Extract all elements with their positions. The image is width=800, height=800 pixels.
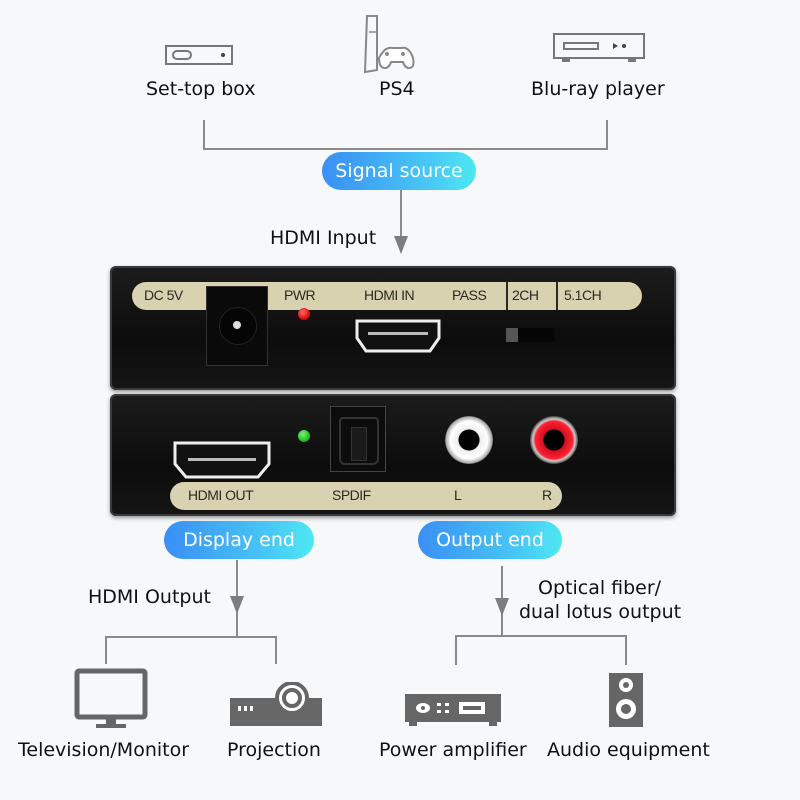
arrow-down-icon [495,598,509,616]
connector-line [105,636,277,638]
rca-left-port[interactable] [445,416,493,464]
dc-power-jack[interactable] [206,286,268,366]
output-end-pill: Output end [418,521,562,559]
connector-line [455,635,457,665]
rca-right-port[interactable] [530,416,578,464]
arrow-down-icon [230,596,244,614]
divider [506,282,508,310]
power-led [298,308,310,320]
status-led [298,430,310,442]
target-label-power-amplifier: Power amplifier [379,739,527,761]
optical-output-label-line2: dual lotus output [519,601,682,623]
panel-label-hdmi-in: HDMI IN [364,287,415,303]
panel-label-pass: PASS [452,287,487,303]
source-label-blu-ray-player: Blu-ray player [531,78,665,100]
source-label-set-top-box: Set-top box [146,78,256,100]
connector-line [203,148,608,150]
spdif-optical-port[interactable] [330,406,386,472]
hdmi-out-port[interactable] [172,440,272,480]
display-end-pill: Display end [164,521,314,559]
blu-ray-player-icon [553,33,645,62]
connector-line [625,635,627,665]
mode-switch[interactable] [506,328,554,342]
target-label-audio-equipment: Audio equipment [547,739,710,761]
projector-icon [230,682,322,726]
panel-label-pwr: PWR [284,287,316,303]
target-label-projection: Projection [227,739,321,761]
device-output-panel: DC 5V HDMI OUT SPDIF L R [110,394,676,516]
arrow-down-icon [394,236,408,254]
hdmi-output-label: HDMI Output [88,586,211,608]
hdmi-in-port[interactable] [354,318,442,354]
divider [556,282,558,310]
connector-line [203,120,205,150]
monitor-icon [74,668,148,728]
panel-label-spdif: SPDIF [332,487,371,503]
panel-label-dc-5v: DC 5V [144,287,183,303]
speaker-icon [609,673,643,727]
optical-output-label-line1: Optical fiber/ [538,577,662,599]
signal-source-pill: Signal source [322,152,476,190]
panel-label-hdmi-out: HDMI OUT [188,487,254,503]
output-panel-label-strip: DC 5V HDMI OUT SPDIF L R [170,482,562,510]
ps4-console-icon [363,15,415,74]
connector-line [455,635,627,637]
panel-label-l: L [454,487,462,503]
connector-line [105,636,107,664]
connector-line [275,636,277,664]
set-top-box-icon [165,45,233,65]
target-label-television-monitor: Television/Monitor [18,739,190,761]
connector-line [400,190,402,240]
panel-label-r: R [542,487,552,503]
amplifier-icon [405,694,501,726]
panel-label-2ch: 2CH [512,287,539,303]
hdmi-input-label: HDMI Input [270,227,377,249]
device-input-panel: DC 5V PWR HDMI IN PASS 2CH 5.1CH [110,266,676,390]
source-label-ps4: PS4 [379,78,415,100]
connector-line [606,120,608,150]
panel-label-5-1ch: 5.1CH [564,287,602,303]
